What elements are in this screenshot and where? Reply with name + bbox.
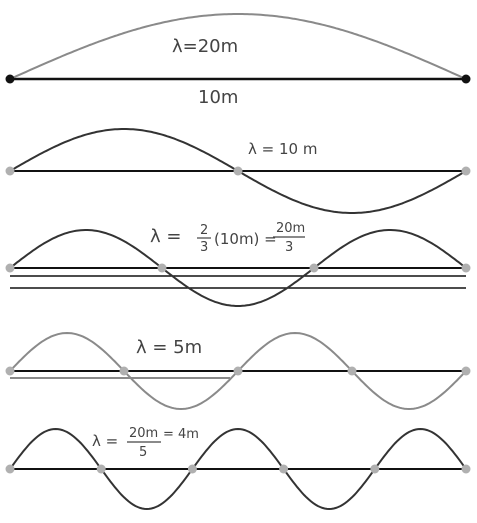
node-point <box>279 464 289 474</box>
fraction-numerator: 20m <box>129 426 158 441</box>
node-group <box>5 263 471 273</box>
string-length-label: 10m <box>198 87 238 108</box>
node-point <box>96 464 106 474</box>
node-point <box>233 166 243 176</box>
node-point <box>5 263 15 273</box>
node-point <box>309 263 319 273</box>
node-point <box>347 366 357 376</box>
wavelength-label-rhs: = 4m <box>163 427 199 442</box>
fraction-numerator: 2 <box>200 223 208 238</box>
node-point <box>370 464 380 474</box>
wavelength-label: λ = 5m <box>136 337 202 358</box>
node-group <box>5 166 471 176</box>
harmonic-4: λ = 5m <box>5 331 471 411</box>
fraction-denominator: 3 <box>285 240 293 255</box>
node-point <box>5 166 15 176</box>
node-point <box>5 366 15 376</box>
node-point <box>119 366 129 376</box>
harmonic-1: λ=20m 10m <box>5 13 471 108</box>
node-point <box>5 464 15 474</box>
end-node-left <box>5 74 15 84</box>
node-group <box>5 366 471 376</box>
harmonic-5: λ = 20m 5 = 4m <box>5 426 471 511</box>
wavelength-label: λ=20m <box>172 36 238 57</box>
fraction-denominator: 5 <box>139 445 147 460</box>
node-point <box>461 166 471 176</box>
wavelength-label: λ = 10 m <box>248 140 317 158</box>
node-point <box>157 263 167 273</box>
node-point <box>187 464 197 474</box>
wavelength-label-lhs: λ = <box>150 226 181 247</box>
wavelength-label-lhs: λ = <box>92 432 118 450</box>
node-point <box>461 263 471 273</box>
standing-wave <box>9 229 467 307</box>
harmonic-3: λ = 2 3 (10m) = 20m 3 <box>5 221 471 307</box>
fraction-denominator: 3 <box>200 240 208 255</box>
standing-wave <box>9 13 467 80</box>
node-group <box>5 464 471 474</box>
wavelength-label-mid: (10m) = <box>214 230 277 248</box>
fraction-numerator: 20m <box>276 221 305 236</box>
node-point <box>233 366 243 376</box>
standing-wave <box>9 427 467 511</box>
node-point <box>461 464 471 474</box>
harmonic-2: λ = 10 m <box>5 128 471 214</box>
end-node-right <box>461 74 471 84</box>
node-point <box>461 366 471 376</box>
